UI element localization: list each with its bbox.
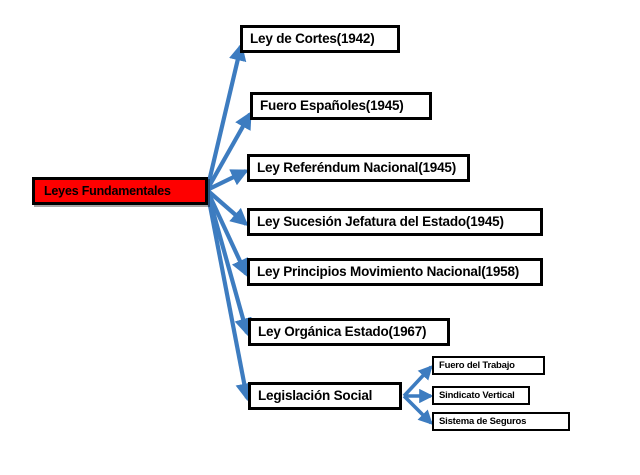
connector-to-sub-3 — [402, 394, 433, 425]
connector-to-branch-1 — [204, 42, 247, 191]
branch-node-fuero-espanoles[interactable]: Fuero Españoles(1945) — [250, 92, 432, 120]
connector-to-branch-4 — [205, 188, 249, 227]
sub-node-label: Sistema de Seguros — [439, 415, 527, 427]
root-node-leyes-fundamentales[interactable]: Leyes Fundamentales — [32, 177, 208, 205]
root-node-label: Leyes Fundamentales — [44, 183, 171, 198]
branch-node-ley-organica-estado[interactable]: Ley Orgánica Estado(1967) — [248, 318, 450, 346]
branch-node-ley-sucesion-jefatura-estado[interactable]: Ley Sucesión Jefatura del Estado(1945) — [247, 208, 543, 236]
sub-node-label: Fuero del Trabajo — [439, 359, 515, 371]
branch-node-label: Fuero Españoles(1945) — [260, 98, 404, 114]
connector-to-branch-6 — [204, 189, 252, 337]
branch-node-label: Ley Referéndum Nacional(1945) — [257, 160, 457, 176]
branch-node-ley-referendum-nacional[interactable]: Ley Referéndum Nacional(1945) — [247, 154, 470, 182]
branch-node-ley-de-cortes[interactable]: Ley de Cortes(1942) — [240, 25, 400, 53]
branch-node-ley-principios-movimiento-nacional[interactable]: Ley Principios Movimiento Nacional(1958) — [247, 258, 543, 286]
connector-to-branch-3 — [206, 169, 249, 192]
branch-node-label: Ley Orgánica Estado(1967) — [258, 324, 427, 340]
sub-node-label: Sindicato Vertical — [439, 389, 515, 401]
branch-node-label: Ley Principios Movimiento Nacional(1958) — [257, 264, 520, 280]
legislacion-social-connectors — [402, 365, 434, 425]
sub-node-fuero-del-trabajo[interactable]: Fuero del Trabajo — [432, 356, 545, 375]
sub-node-sindicato-vertical[interactable]: Sindicato Vertical — [432, 386, 530, 405]
branch-node-label: Ley Sucesión Jefatura del Estado(1945) — [257, 214, 504, 230]
connector-to-sub-1 — [402, 365, 433, 398]
branch-node-legislacion-social[interactable]: Legislación Social — [248, 382, 402, 410]
connector-to-branch-7 — [204, 189, 253, 402]
branch-node-label: Legislación Social — [258, 388, 373, 404]
connector-to-branch-2 — [205, 111, 252, 192]
branch-node-label: Ley de Cortes(1942) — [250, 31, 375, 47]
sub-node-sistema-de-seguros[interactable]: Sistema de Seguros — [432, 412, 570, 431]
connector-to-branch-5 — [205, 189, 248, 277]
root-connectors — [204, 42, 253, 402]
